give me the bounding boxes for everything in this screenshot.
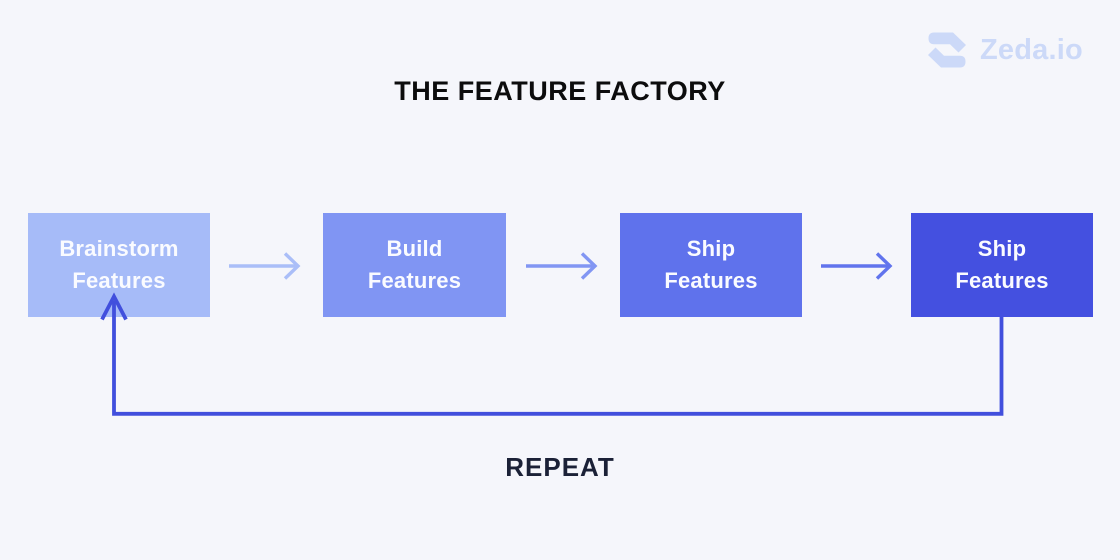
repeat-label: REPEAT: [505, 452, 615, 482]
flow-box-label-line: Features: [72, 268, 166, 293]
flow-box-label-line: Features: [955, 268, 1049, 293]
page-title: THE FEATURE FACTORY: [394, 76, 726, 106]
zeda-logo: Zeda.io: [923, 26, 1083, 74]
flow-box-ship-features-1: Ship Features: [620, 213, 802, 317]
logo-wordmark: Zeda.io: [980, 33, 1083, 66]
flow-box-label-line: Features: [664, 268, 758, 293]
flow-box-label-line: Ship: [977, 236, 1027, 261]
flow-box-label-line: Features: [367, 268, 462, 293]
right-arrow-icon: [820, 249, 896, 283]
flow-box-label-line: Build: [386, 236, 443, 261]
right-arrow-icon: [525, 249, 601, 283]
right-arrow-icon: [228, 249, 304, 283]
flow-box-build-features: Build Features: [323, 213, 506, 317]
flow-box-label-line: Brainstorm: [59, 236, 179, 261]
flow-box-ship-features-2: Ship Features: [911, 213, 1093, 317]
zeda-loop-arrows-icon: [923, 26, 971, 74]
flow-box-label-line: Ship: [686, 236, 736, 261]
flow-box-brainstorm-features: Brainstorm Features: [28, 213, 210, 317]
